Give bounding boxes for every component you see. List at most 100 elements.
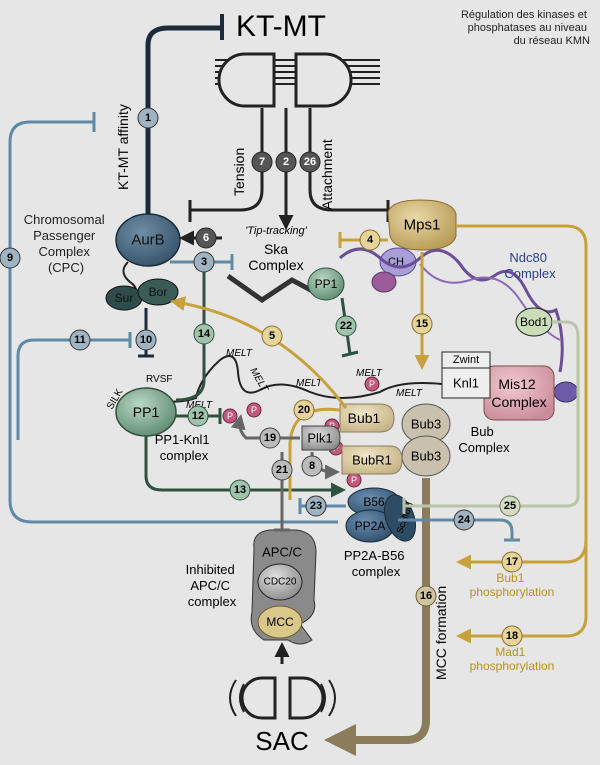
cdc20-shape [257, 563, 303, 601]
pathway-14-badge: 14 [198, 328, 211, 340]
melt-label-2: MELT [247, 366, 270, 395]
pathway-17-18-line [456, 224, 588, 644]
aurb-label: AurB [131, 232, 164, 249]
pathway-17-badge: 17 [506, 556, 518, 568]
apcc-label: APC/C [262, 545, 302, 560]
pathway-11-badge: 11 [74, 334, 86, 346]
pathway-16-badge: 16 [420, 590, 432, 602]
pathway-15-badge: 15 [416, 318, 428, 330]
pathway-8-badge: 8 [309, 460, 315, 472]
ska-complex-shape [226, 273, 324, 304]
pathway-26-badge: 26 [304, 156, 316, 168]
pathway-9-line [8, 120, 338, 524]
cdc20-label: CDC20 [264, 577, 297, 588]
pathway-11-line [16, 338, 130, 440]
phospho-label-1: P [369, 379, 375, 389]
pp1-knl1-label: PP1-Knl1 complex [155, 432, 214, 463]
phospho-label-3: P [227, 411, 233, 421]
pp2a-b56-label: PP2A-B56 complex [344, 548, 408, 579]
pathway-2-badge: 2 [283, 156, 289, 168]
pathway-25-badge: 25 [504, 500, 516, 512]
bubr1-shape [341, 445, 403, 475]
kt-mt-affinity-label: KT-MT affinity [115, 104, 131, 190]
pathway-9-badge: 9 [7, 252, 13, 264]
bub1-shape [339, 403, 395, 433]
sur-label: Sur [115, 291, 134, 305]
mcc-formation-label: MCC formation [433, 586, 449, 680]
pp2a-label: PP2A [355, 519, 386, 533]
bub1-phos-label: Bub1 phosphorylation [470, 571, 555, 599]
phospho-label-6: P [351, 475, 357, 485]
pathway-25-line [404, 320, 580, 508]
mis12-label: Mis12 Complex [491, 376, 546, 410]
ndc80-label: Ndc80 Complex [504, 250, 556, 281]
melt-label-3: MELT [296, 378, 323, 389]
pathway-13-badge: 13 [234, 484, 246, 496]
pathway-12-badge: 12 [192, 410, 204, 422]
sac-label: SAC [255, 726, 308, 756]
knl1-label: Knl1 [453, 376, 479, 391]
b56-label: B56 [363, 495, 385, 509]
bub1-label: Bub1 [348, 410, 381, 426]
pathway-7-badge: 7 [259, 156, 265, 168]
pp1-knl1-pp1-label: PP1 [133, 404, 160, 420]
tip-tracking-label: 'Tip-tracking' [245, 225, 307, 237]
pathway-19-badge: 19 [264, 432, 276, 444]
pathway-10-badge: 10 [140, 334, 152, 346]
inhibited-apcc-label: Inhibited APC/C complex [186, 562, 239, 609]
sac-icon [229, 676, 336, 720]
bor-shape [137, 278, 179, 306]
pathway-17-line [456, 539, 588, 570]
pathway-23-badge: 23 [310, 500, 322, 512]
melt-label-5: MELT [396, 388, 423, 399]
bub-complex-label: Bub Complex [458, 424, 510, 455]
tension-attachment-lines [188, 108, 390, 230]
ska-pp1-label: PP1 [315, 277, 338, 291]
mcc-shape [257, 605, 303, 639]
bod1-label: Bod1 [520, 315, 548, 329]
pathway-21-badge: 21 [276, 464, 288, 476]
pathway-18-badge: 18 [506, 630, 518, 642]
pathway-24-line [398, 518, 514, 540]
melt-label-1: MELT [226, 348, 253, 359]
mps1-shape [387, 199, 457, 251]
bub3-bottom-label: Bub3 [411, 449, 441, 464]
pathway-1-badge: 1 [145, 112, 151, 124]
pathway-5-badge: 5 [269, 330, 275, 342]
pathway-4-badge: 4 [367, 234, 374, 246]
pathway-19-line [230, 414, 300, 440]
ska-complex-label: Complex [248, 257, 303, 273]
pathway-badges: 1 2 3 4 5 6 7 8 9 10 11 12 13 14 15 16 1… [0, 107, 523, 647]
bub3-top-label: Bub3 [411, 417, 441, 432]
ska-label: Ska [264, 241, 288, 257]
pathway-3-badge: 3 [201, 256, 207, 268]
phospho-label-2: P [251, 405, 257, 415]
knl1-shape [441, 367, 491, 399]
mps1-label: Mps1 [404, 217, 441, 234]
pathway-1-line [145, 25, 222, 222]
melt-label-4: MELT [356, 368, 383, 379]
cpc-label: Chromosomal Passenger Complex (CPC) [24, 212, 109, 275]
tension-label: Tension [231, 148, 247, 196]
pathway-13-line [144, 436, 346, 498]
plk1-shape [301, 425, 341, 451]
kt-mt-microtubules [215, 52, 380, 108]
plk1-label: Plk1 [307, 431, 332, 446]
attachment-label: Attachment [319, 139, 335, 210]
pathway-20-badge: 20 [298, 404, 310, 416]
pathway-22-badge: 22 [340, 320, 352, 332]
corner-title: Régulation des kinases et phosphatases a… [461, 9, 590, 47]
ndc80-end-shape [553, 381, 579, 403]
ch-domain-2-shape [371, 271, 397, 293]
kt-mt-label: KT-MT [236, 10, 326, 43]
melt-label-6: MELT [186, 400, 213, 411]
bubr1-label: BubR1 [352, 453, 392, 468]
pathway-16-line [324, 478, 430, 756]
mcc-label: MCC [266, 615, 294, 629]
bor-label: Bor [149, 285, 168, 299]
pathway-6-badge: 6 [203, 232, 209, 244]
mis12-complex-shape [483, 365, 555, 421]
pathway-24-badge: 24 [458, 514, 471, 526]
